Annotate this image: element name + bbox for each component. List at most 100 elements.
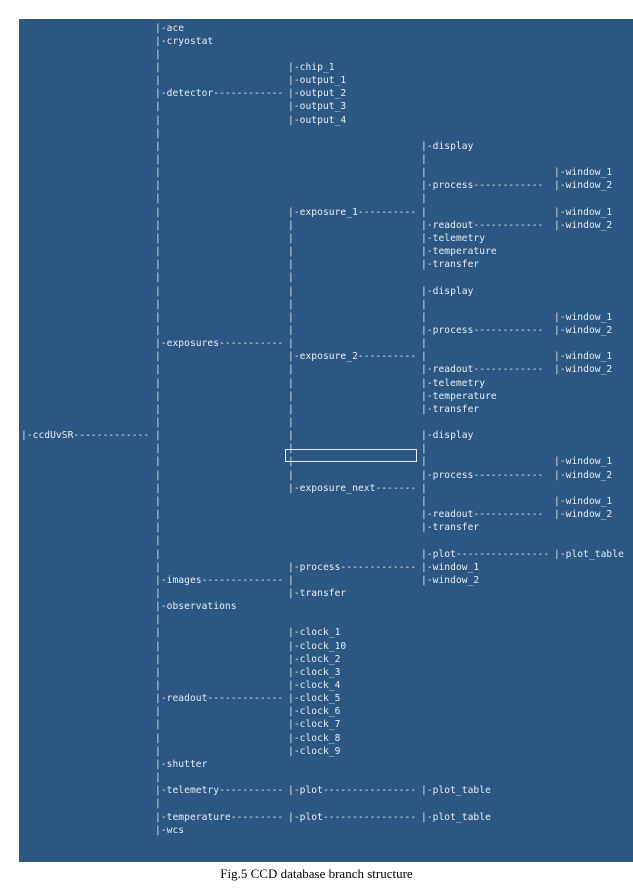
tree-node-level-2[interactable]: |-clock_8 (288, 732, 341, 744)
tree-row: |-images-------------- | |-window_2 (0, 575, 633, 587)
tree-node-level-4[interactable]: |-plot_table (554, 548, 624, 560)
tree-node-level-4[interactable]: |-window_2 (554, 180, 613, 192)
tree-node-level-3[interactable]: |-temperature (421, 390, 497, 402)
tree-node-level-1[interactable]: |-observations (155, 601, 237, 613)
tree-node-level-1[interactable]: |-readout------------- (155, 693, 284, 705)
tree-node-level-3[interactable]: |-transfer (421, 259, 480, 271)
tree-node-level-1[interactable]: |-telemetry----------- (155, 785, 284, 797)
tree-node-level-2[interactable]: |-clock_1 (288, 627, 341, 639)
tree-node-level-2[interactable]: |-chip_1 (288, 61, 335, 73)
tree-node-level-3[interactable]: |-process------------ (421, 324, 544, 336)
tree-node-level-2[interactable]: |-clock_7 (288, 719, 341, 731)
tree-node-level-3[interactable]: |-display (421, 140, 474, 152)
tree-node-level-2[interactable]: |-plot---------------- (288, 785, 417, 797)
selection-cursor[interactable] (285, 449, 417, 462)
tree-row: |-observations (0, 601, 633, 613)
tree-row: ||-exposure_next-------| (0, 483, 633, 495)
tree-node-level-3[interactable]: |-readout------------ (421, 509, 544, 521)
tree-row: || (0, 272, 633, 284)
tree-node-level-3[interactable]: |-temperature (421, 246, 497, 258)
tree-node-level-1[interactable]: |-exposures----------- (155, 338, 284, 350)
tree-node-level-4[interactable]: |-window_1 (554, 456, 613, 468)
tree-node-level-2[interactable]: |-plot---------------- (288, 811, 417, 823)
tree-node-level-1: | (155, 206, 161, 218)
tree-node-level-4[interactable]: |-window_2 (554, 469, 613, 481)
tree-node-level-1: | (155, 232, 161, 244)
tree-row: | |-clock_9 (0, 746, 633, 758)
tree-node-level-2[interactable]: |-exposure_next------- (288, 482, 417, 494)
tree-node-level-2: | (288, 272, 294, 284)
tree-node-level-3[interactable]: |-plot_table (421, 785, 491, 797)
tree-node-level-2[interactable]: |-clock_4 (288, 680, 341, 691)
tree-node-level-3[interactable]: |-transfer (421, 403, 480, 415)
tree-node-level-4[interactable]: |-window_1 (554, 311, 613, 323)
tree-node-level-4[interactable]: |-window_1 (554, 206, 613, 218)
tree-node-level-2[interactable]: |-output_3 (288, 101, 347, 113)
tree-node-level-1: | (155, 127, 161, 139)
tree-node-level-2[interactable]: |-output_4 (288, 114, 347, 126)
tree-node-level-2: | (288, 574, 294, 586)
tree-node-level-2[interactable]: |-output_2 (288, 88, 347, 100)
tree-node-level-1[interactable]: |-cryostat (155, 35, 214, 47)
tree-node-level-3[interactable]: |-telemetry (421, 232, 486, 244)
tree-node-level-2[interactable]: |-clock_6 (288, 706, 341, 718)
tree-node-level-0[interactable]: |-ccdUvSR------------- (21, 430, 150, 442)
tree-row: |-detector------------ |-output_2 (0, 88, 633, 100)
tree-node-level-4[interactable]: |-window_1 (554, 167, 613, 179)
tree-node-level-3[interactable]: |-readout------------ (421, 219, 544, 231)
tree-node-level-1[interactable]: |-images-------------- (155, 574, 284, 586)
tree-node-level-2[interactable]: |-clock_10 (288, 640, 347, 652)
tree-row: || (0, 193, 633, 205)
tree-node-level-2[interactable]: |-clock_5 (288, 693, 341, 705)
tree-node-level-2[interactable]: |-exposure_1---------- (288, 206, 417, 218)
tree-node-level-1: | (155, 324, 161, 336)
tree-row: ||-exposure_1----------||-window_1 (0, 207, 633, 219)
tree-node-level-1[interactable]: |-detector------------ (155, 88, 284, 100)
tree-row: ||| (0, 443, 633, 455)
tree-node-level-2: | (288, 364, 294, 376)
tree-node-level-1: | (155, 495, 161, 507)
tree-node-level-3: | (421, 338, 427, 350)
tree-row: ||-clock_10 (0, 641, 633, 653)
tree-node-level-4[interactable]: |-window_2 (554, 219, 613, 231)
tree-node-level-1[interactable]: |-wcs (155, 824, 185, 836)
tree-node-level-1[interactable]: |-shutter (155, 758, 208, 770)
tree-node-level-3[interactable]: |-plot---------------- (421, 548, 550, 560)
tree-node-level-1: | (155, 772, 161, 784)
tree-node-level-3[interactable]: |-transfer (421, 522, 480, 534)
tree-row: ||-chip_1 (0, 62, 633, 74)
tree-node-level-3[interactable]: |-display (421, 430, 474, 442)
tree-node-level-1: | (155, 456, 161, 468)
tree-node-level-2[interactable]: |-exposure_2---------- (288, 351, 417, 363)
tree-node-level-4[interactable]: |-window_1 (554, 351, 613, 363)
tree-node-level-4[interactable]: |-window_2 (554, 509, 613, 521)
tree-node-level-3[interactable]: |-readout------------ (421, 364, 544, 376)
tree-row: ||-readout------------|-window_2 (0, 509, 633, 521)
tree-node-level-4[interactable]: |-window_2 (554, 364, 613, 376)
tree-node-level-3[interactable]: |-process------------ (421, 180, 544, 192)
tree-node-level-2[interactable]: |-transfer (288, 587, 347, 599)
figure-caption: Fig.5 CCD database branch structure (220, 866, 413, 881)
tree-node-level-3[interactable]: |-plot_table (421, 811, 491, 823)
tree-node-level-2[interactable]: |-clock_3 (288, 666, 341, 678)
tree-row: |||-transfer (0, 404, 633, 416)
tree-node-level-2[interactable]: |-output_1 (288, 75, 347, 87)
tree-node-level-3[interactable]: |-display (421, 285, 474, 297)
tree-node-level-3[interactable]: |-window_1 (421, 561, 480, 573)
tree-node-level-2[interactable]: |-clock_2 (288, 653, 341, 665)
tree-node-level-3[interactable]: |-telemetry (421, 377, 486, 389)
tree-row: ||-process-------------|-window_1 (0, 562, 633, 574)
tree-row: |||-telemetry (0, 378, 633, 390)
tree-node-level-4[interactable]: |-window_2 (554, 324, 613, 336)
tree-node-level-2[interactable]: |-clock_9 (288, 745, 341, 757)
tree-node-level-1: | (155, 745, 161, 757)
tree-node-level-4[interactable]: |-window_1 (554, 495, 613, 507)
tree-node-level-3[interactable]: |-window_2 (421, 574, 480, 586)
tree-node-level-1[interactable]: |-temperature--------- (155, 811, 284, 823)
tree-node-level-3: | (421, 298, 427, 310)
tree-node-level-1[interactable]: |-ace (155, 22, 185, 34)
tree-node-level-2[interactable]: |-process------------- (288, 561, 417, 573)
tree-row: ||| (0, 299, 633, 311)
tree-node-level-3[interactable]: |-process------------ (421, 469, 544, 481)
tree-node-level-2: | (288, 259, 294, 271)
